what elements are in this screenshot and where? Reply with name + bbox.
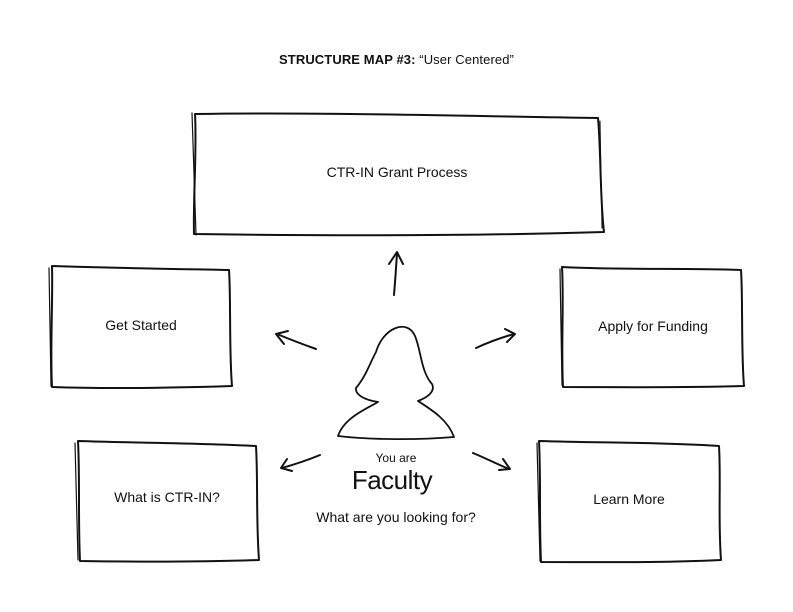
arrow-to-right-lower: [472, 452, 511, 471]
person-icon: [337, 325, 455, 441]
title-subtitle: “User Centered”: [419, 52, 514, 67]
box-get-started[interactable]: [48, 265, 233, 390]
label-apply-for-funding: Apply for Funding: [598, 318, 708, 334]
role-label: Faculty: [351, 465, 433, 495]
title-heading: STRUCTURE MAP #3:: [279, 52, 416, 67]
arrow-to-top: [388, 251, 404, 296]
box-apply-for-funding[interactable]: [559, 266, 745, 389]
label-learn-more: Learn More: [593, 491, 665, 507]
box-learn-more[interactable]: [536, 440, 722, 564]
arrow-to-left-upper: [275, 330, 317, 350]
box-grant-process[interactable]: [191, 112, 605, 237]
box-what-is-ctr-in[interactable]: [74, 440, 260, 563]
arrow-to-left-lower: [280, 454, 321, 472]
question-label: What are you looking for?: [316, 509, 476, 525]
label-get-started: Get Started: [105, 317, 177, 333]
page-title: STRUCTURE MAP #3: “User Centered”: [0, 52, 793, 67]
label-grant-process: CTR-IN Grant Process: [326, 164, 468, 180]
arrow-to-right-upper: [475, 328, 516, 349]
label-what-is-ctr-in: What is CTR-IN?: [114, 489, 220, 505]
you-are-label: You are: [375, 451, 417, 465]
